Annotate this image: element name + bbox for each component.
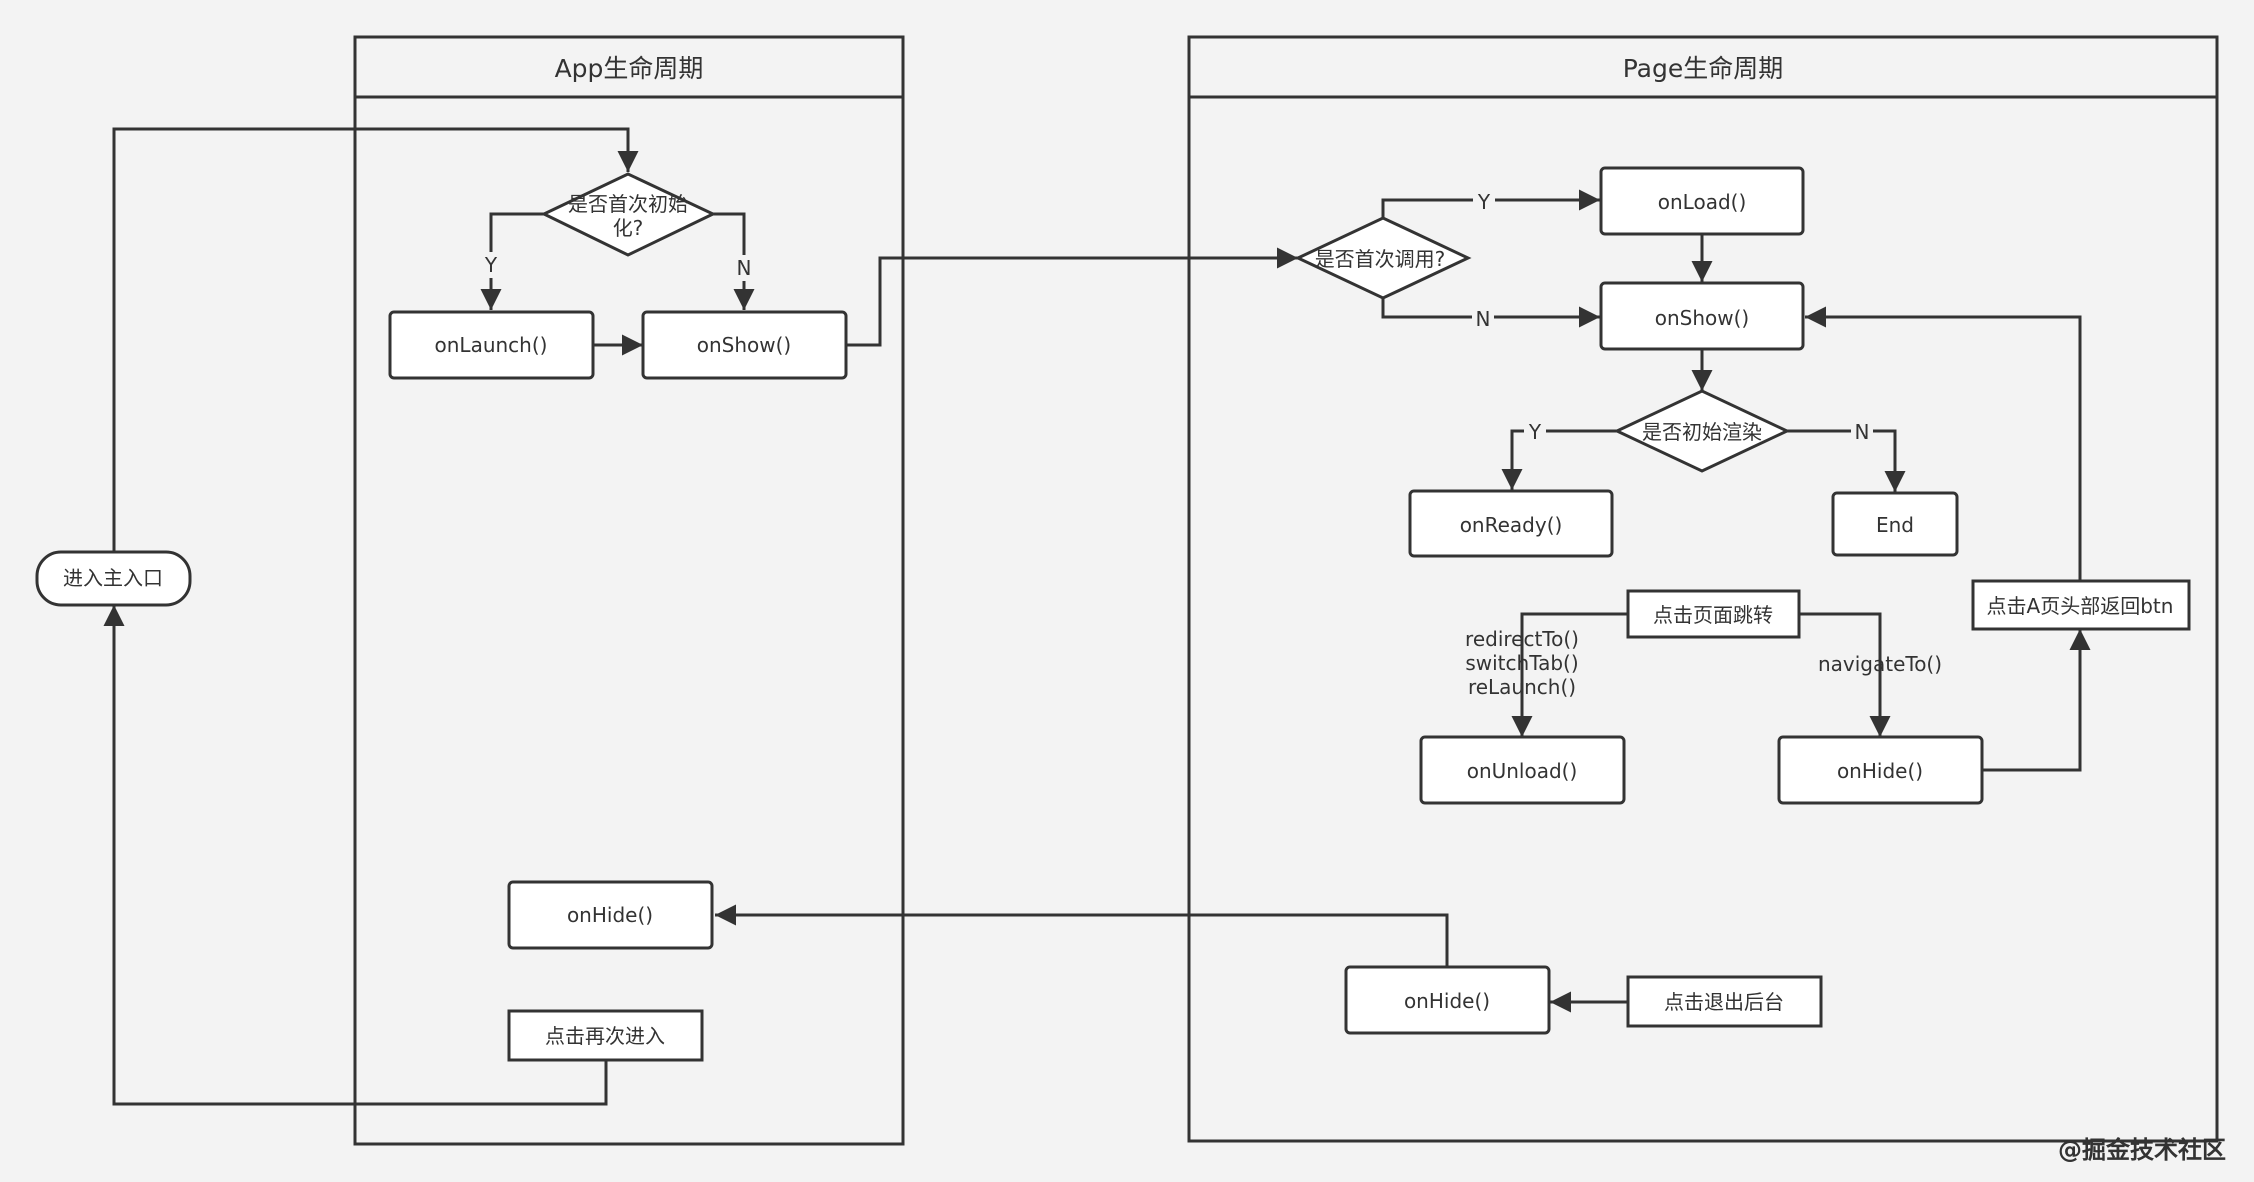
app-pool-title: App生命周期	[555, 54, 704, 83]
edge-labels: Y N Y N Y N redirectTo() switchTab() reL…	[480, 189, 1942, 699]
edge-navigate-to	[1799, 612, 1891, 737]
edge-reenter-to-entry	[103, 605, 608, 1106]
page-end-node: End	[1831, 491, 1959, 557]
app-reenter-node: 点击再次进入	[507, 1009, 704, 1062]
app-decision-line2: 化?	[613, 216, 644, 240]
app-lifecycle-pool: App生命周期	[353, 35, 905, 1146]
page-onshow-label: onShow()	[1655, 306, 1749, 330]
page-exit-bg-label: 点击退出后台	[1664, 990, 1784, 1014]
page-navigate-label: 点击页面跳转	[1653, 603, 1773, 627]
app-onhide-label: onHide()	[567, 903, 653, 927]
edge-label-app-yes: Y	[484, 253, 498, 277]
page-back-btn-node: 点击A页头部返回btn	[1971, 579, 2191, 631]
page-onunload-node: onUnload()	[1419, 735, 1626, 805]
page-back-btn-label: 点击A页头部返回btn	[1987, 594, 2174, 618]
page-onload-node: onLoad()	[1599, 166, 1805, 236]
edge-label-render-yes: Y	[1528, 420, 1542, 444]
edge-entry-to-app-decision	[112, 127, 639, 552]
page-end-label: End	[1876, 513, 1914, 537]
app-onlaunch-node: onLaunch()	[388, 310, 595, 380]
edge-label-navigate-to: navigateTo()	[1818, 652, 1942, 676]
entry-terminal: 进入主入口	[35, 550, 192, 607]
edge-page-onhide-to-app-onhide	[715, 904, 1449, 966]
page-exit-bg-node: 点击退出后台	[1626, 975, 1823, 1028]
page-onload-label: onLoad()	[1658, 190, 1747, 214]
app-onlaunch-label: onLaunch()	[435, 333, 548, 357]
app-onshow-node: onShow()	[641, 310, 848, 380]
page-onhide-nav-node: onHide()	[1777, 735, 1984, 805]
app-onshow-label: onShow()	[697, 333, 791, 357]
app-first-init-decision: 是否首次初始 化?	[540, 172, 717, 257]
page-onhide-nav-label: onHide()	[1837, 759, 1923, 783]
edge-render-yes	[1501, 429, 1617, 490]
page-onready-node: onReady()	[1408, 489, 1614, 558]
edge-label-relaunch: reLaunch()	[1468, 675, 1576, 699]
app-reenter-label: 点击再次进入	[545, 1024, 665, 1048]
app-decision-line1: 是否首次初始	[568, 192, 688, 216]
edge-label-page-first-no: N	[1476, 307, 1491, 331]
edge-render-no	[1787, 429, 1906, 492]
edge-navigate-redirect	[1511, 612, 1631, 737]
edge-back-btn-to-onshow	[1805, 306, 2082, 581]
edge-onhide-to-back-btn	[1982, 629, 2091, 772]
app-onhide-node: onHide()	[507, 880, 714, 950]
watermark: @掘金技术社区	[2058, 1136, 2226, 1164]
page-onunload-label: onUnload()	[1467, 759, 1578, 783]
edge-label-redirect-to: redirectTo()	[1465, 627, 1579, 651]
page-first-render-decision: 是否初始渲染	[1613, 389, 1791, 473]
page-pool-title: Page生命周期	[1623, 54, 1784, 83]
page-navigate-node: 点击页面跳转	[1626, 589, 1801, 639]
page-lifecycle-pool: Page生命周期	[1187, 35, 2219, 1143]
edge-label-app-no: N	[737, 256, 752, 280]
edge-label-page-first-yes: Y	[1477, 190, 1491, 214]
edge-label-render-no: N	[1855, 420, 1870, 444]
page-onhide-bg-label: onHide()	[1404, 989, 1490, 1013]
edge-page-decision-no	[1381, 297, 1600, 328]
page-first-call-decision: 是否首次调用?	[1294, 216, 1472, 300]
edge-page-decision-yes	[1381, 189, 1600, 218]
entry-label: 进入主入口	[63, 566, 163, 590]
page-first-call-label: 是否首次调用?	[1315, 247, 1446, 271]
edge-label-switch-tab: switchTab()	[1465, 651, 1578, 675]
page-onhide-bg-node: onHide()	[1344, 965, 1551, 1035]
page-first-render-label: 是否初始渲染	[1642, 420, 1762, 444]
edge-app-onshow-to-page-decision	[846, 247, 1298, 347]
page-onshow-node: onShow()	[1599, 281, 1805, 351]
page-onready-label: onReady()	[1460, 513, 1563, 537]
